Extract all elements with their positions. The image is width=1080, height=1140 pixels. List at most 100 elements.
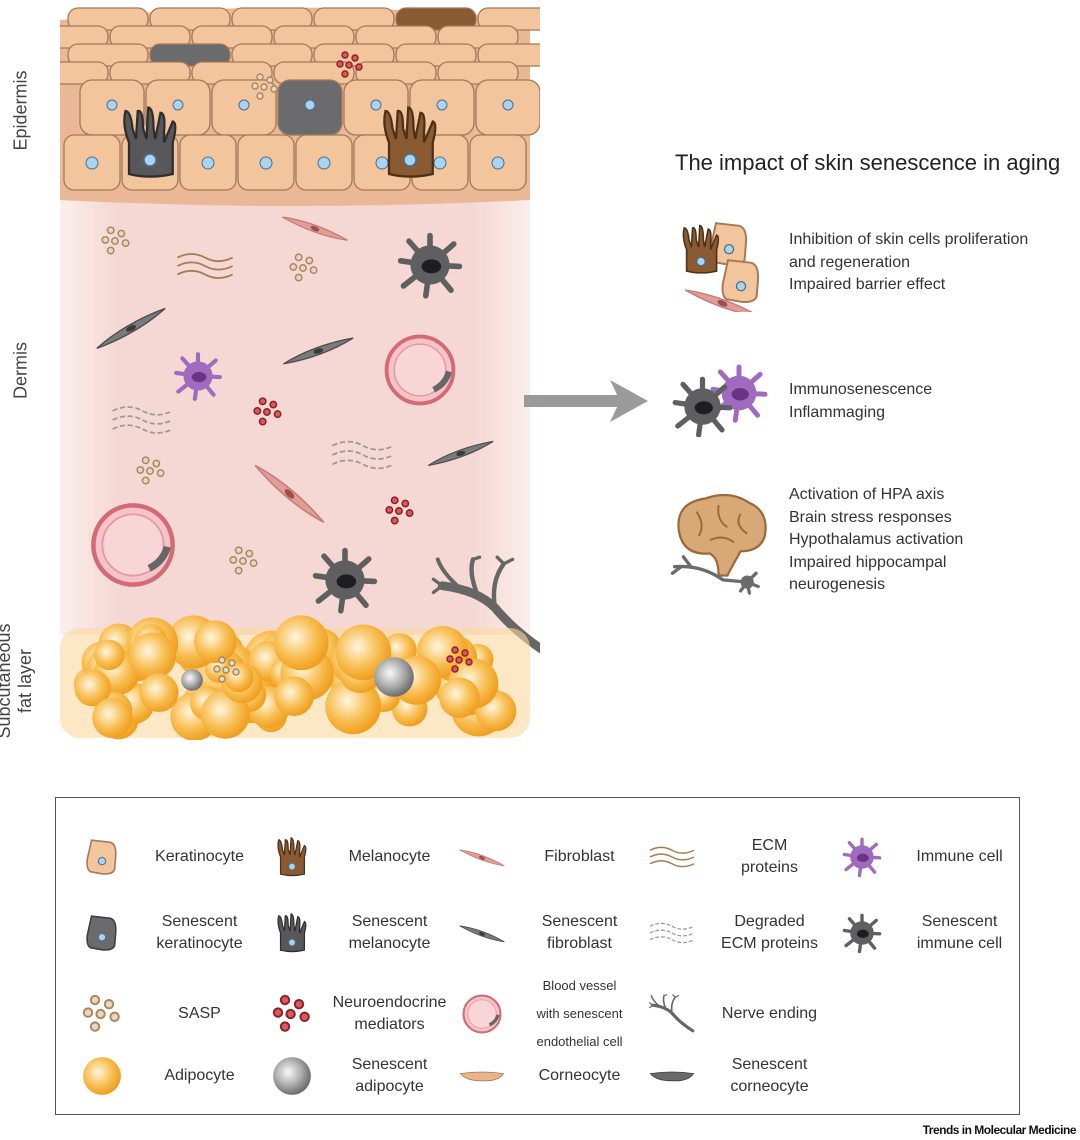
keratinocyte-icon — [86, 839, 117, 875]
senescent-adipocyte — [181, 669, 203, 691]
adipocyte — [273, 615, 329, 671]
impact-line: Activation of HPA axis — [789, 486, 945, 503]
legend-item: Blood vessel with senescent endothelial ce… — [454, 978, 649, 1049]
corneocyte — [67, 7, 149, 31]
impact-title: The impact of skin senescence in aging — [675, 150, 1061, 175]
legend-label-line: melanocyte — [348, 935, 431, 952]
senescent-immune-cell-icon — [842, 913, 882, 954]
legend-label-line: Senescent — [921, 913, 998, 930]
legend-item: Immune cell — [834, 827, 1029, 887]
adipocyte — [439, 677, 480, 718]
skin-cells-icon — [682, 222, 761, 312]
impact-line: Hypothalamus activation — [789, 531, 964, 548]
legend-label-line: immune cell — [916, 935, 1003, 952]
legend-label-line: Neuroendocrine — [332, 994, 447, 1011]
corneocyte — [60, 61, 109, 85]
legend-item: Keratinocyte — [74, 827, 269, 887]
legend-label: Immune cell — [890, 846, 1029, 868]
corneocyte — [273, 25, 355, 49]
legend-label-line: Blood vessel — [542, 978, 617, 993]
blood-vessel — [93, 505, 172, 584]
adipocyte — [335, 624, 392, 681]
legend-label-line: fibroblast — [547, 935, 612, 952]
adipocyte — [325, 678, 381, 735]
immune-cell-icon — [842, 837, 882, 878]
impact-line: neurogenesis — [789, 576, 886, 593]
dermis-label: Dermis — [10, 342, 31, 399]
adipocyte — [223, 662, 254, 693]
legend-label-line: Nerve ending — [721, 1005, 818, 1022]
legend-label-line: Senescent — [351, 913, 428, 930]
legend-label-line: Senescent — [161, 913, 238, 930]
brain-neuron-icon — [670, 493, 768, 595]
corneocyte — [395, 43, 477, 67]
adipocyte — [94, 639, 125, 671]
neuroendocrine-icon — [272, 994, 310, 1032]
legend-label-line: mediators — [354, 1016, 425, 1033]
adipocyte — [139, 673, 179, 713]
legend-label-line: Fibroblast — [544, 848, 615, 865]
impact-line: Immunosenescence — [789, 381, 933, 398]
blood-vessel-icon — [461, 993, 503, 1035]
legend-item: Adipocyte — [74, 1046, 269, 1106]
legend-label-line: corneocyte — [730, 1078, 809, 1095]
degraded-ecm-icon — [649, 922, 695, 944]
corneocyte — [437, 25, 519, 49]
fat-layer-label-line2: fat layer — [15, 648, 35, 714]
legend-item: SASP — [74, 984, 269, 1044]
corneocyte — [355, 25, 437, 49]
credit: Trends in Molecular Medicine — [922, 1123, 1077, 1137]
impact-line: and regeneration — [789, 253, 910, 271]
corneocyte — [437, 61, 519, 85]
legend-label: Keratinocyte — [130, 846, 269, 868]
legend-label-line: Corneocyte — [538, 1067, 621, 1084]
legend-label: Melanocyte — [320, 846, 459, 868]
legend-label-line: endothelial cell — [536, 1034, 623, 1049]
epidermis-label: Epidermis — [10, 70, 31, 151]
sasp-icon — [82, 994, 120, 1032]
legend-label-line: Senescent — [351, 1056, 428, 1073]
senescent-corneocyte-icon — [649, 1070, 695, 1082]
legend-item: Corneocyte — [454, 1046, 649, 1106]
adipocyte — [129, 632, 176, 680]
immune-cells-icon — [668, 362, 778, 437]
adipocyte — [92, 697, 133, 738]
adipocyte — [274, 676, 314, 717]
legend-item: Fibroblast — [454, 827, 649, 887]
fat-layer — [60, 615, 530, 740]
legend-label: Adipocyte — [130, 1065, 269, 1087]
corneocyte — [60, 25, 109, 49]
nerve-ending-icon — [648, 993, 695, 1033]
legend-label: Blood vessel with senescent endothelial ce… — [510, 972, 649, 1056]
legend-label-line: proteins — [741, 859, 798, 876]
corneocyte-icon — [459, 1070, 505, 1082]
blood-vessel — [387, 337, 454, 404]
legend-item: Nerve ending — [644, 984, 839, 1044]
melanocyte-icon — [277, 837, 307, 877]
legend-label-line: with senescent — [536, 1006, 623, 1021]
fat-layer-label-line1: Subcutaneous — [0, 623, 14, 739]
legend-item: Senescent melanocyte — [264, 903, 459, 963]
impact-line: Impaired barrier effect — [789, 276, 946, 293]
legend-label-line: SASP — [178, 1005, 221, 1022]
adipocyte — [74, 669, 111, 707]
senescent-keratinocyte-icon — [86, 915, 117, 951]
adipocyte — [194, 620, 237, 664]
legend-label: Senescent melanocyte — [320, 911, 459, 955]
senescent-corneocyte — [149, 43, 231, 67]
legend-label: Neuroendocrine mediators — [320, 992, 459, 1036]
senescent-adipocyte-icon — [273, 1057, 311, 1095]
legend-label-line: Keratinocyte — [155, 848, 244, 865]
adipocyte-icon — [83, 1057, 121, 1095]
